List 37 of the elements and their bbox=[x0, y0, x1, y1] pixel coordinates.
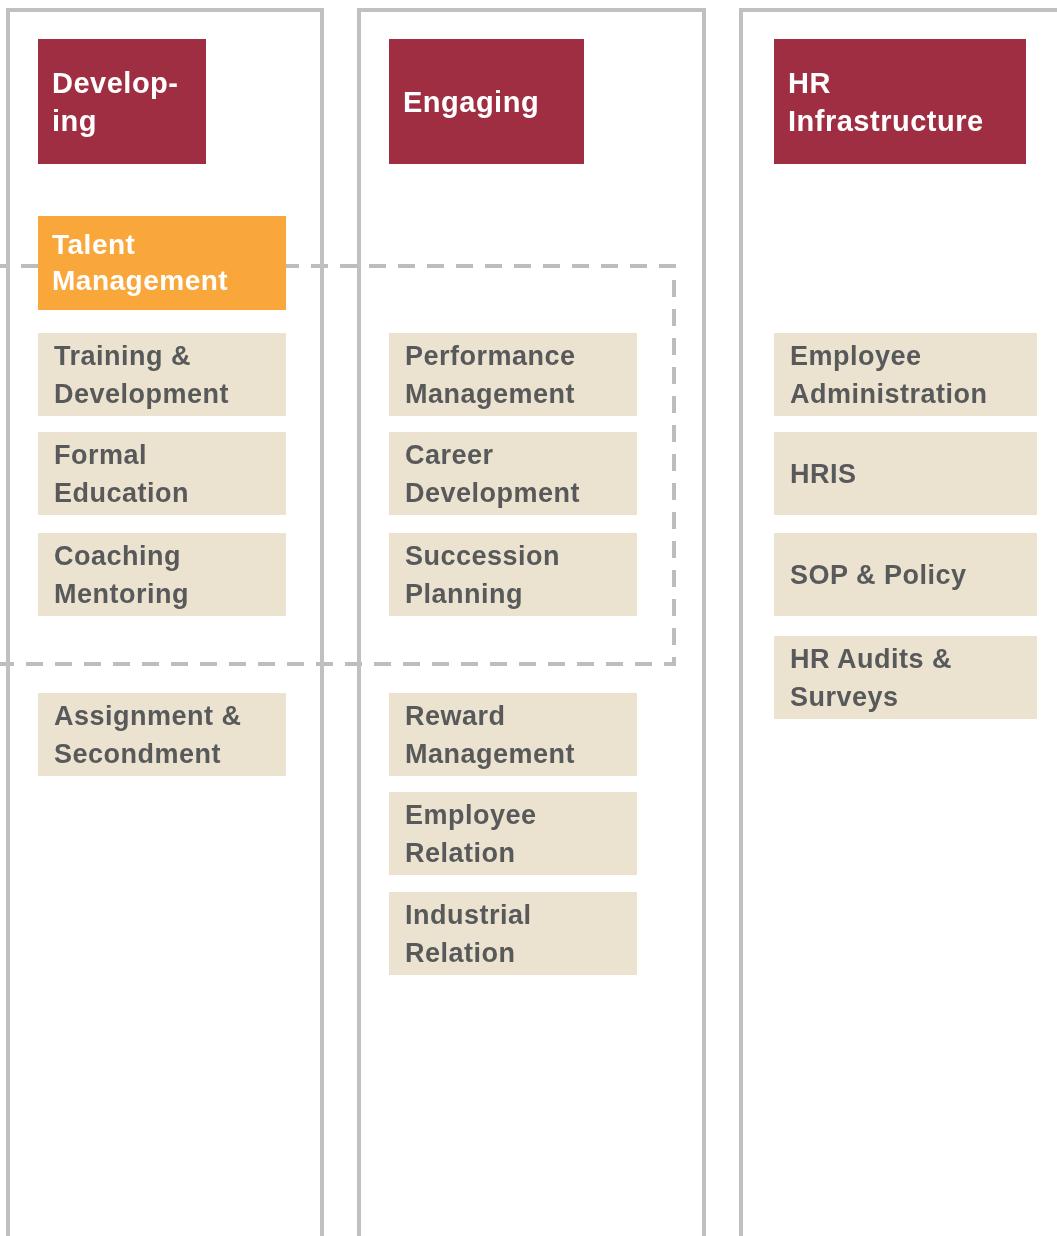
function-box bbox=[774, 432, 1037, 515]
function-box bbox=[38, 693, 286, 776]
function-box bbox=[389, 792, 637, 875]
function-box bbox=[774, 333, 1037, 416]
function-box bbox=[38, 333, 286, 416]
function-label: SOP & Policy bbox=[790, 558, 967, 592]
function-label: Coaching Mentoring bbox=[54, 539, 190, 611]
function-label: Reward Management bbox=[405, 699, 577, 771]
function-label: HR Audits & Surveys bbox=[790, 642, 953, 714]
header-box bbox=[774, 39, 1026, 164]
column-panel bbox=[739, 8, 1057, 1236]
header-label: Engaging bbox=[403, 84, 540, 120]
function-box bbox=[774, 533, 1037, 616]
function-label: Career Development bbox=[405, 438, 582, 510]
function-label: Employee Relation bbox=[405, 798, 538, 870]
function-box bbox=[38, 432, 286, 515]
highlight-box bbox=[38, 216, 286, 310]
function-label: Training & Development bbox=[54, 339, 231, 411]
header-label: Develop- ing bbox=[52, 65, 180, 139]
header-label: HR Infrastructure bbox=[788, 65, 985, 139]
function-box bbox=[38, 533, 286, 616]
header-box bbox=[389, 39, 584, 164]
function-label: HRIS bbox=[790, 457, 857, 491]
header-box bbox=[38, 39, 206, 164]
function-box bbox=[389, 693, 637, 776]
function-box bbox=[774, 636, 1037, 719]
function-box bbox=[389, 533, 637, 616]
highlight-label: Talent Management bbox=[52, 228, 230, 298]
function-box bbox=[389, 432, 637, 515]
function-box bbox=[389, 333, 637, 416]
function-label: Performance Management bbox=[405, 339, 577, 411]
function-label: Industrial Relation bbox=[405, 898, 533, 970]
function-label: Formal Education bbox=[54, 438, 190, 510]
function-label: Succession Planning bbox=[405, 539, 562, 611]
function-label: Employee Administration bbox=[790, 339, 989, 411]
function-label: Assignment & Secondment bbox=[54, 699, 243, 771]
function-box bbox=[389, 892, 637, 975]
